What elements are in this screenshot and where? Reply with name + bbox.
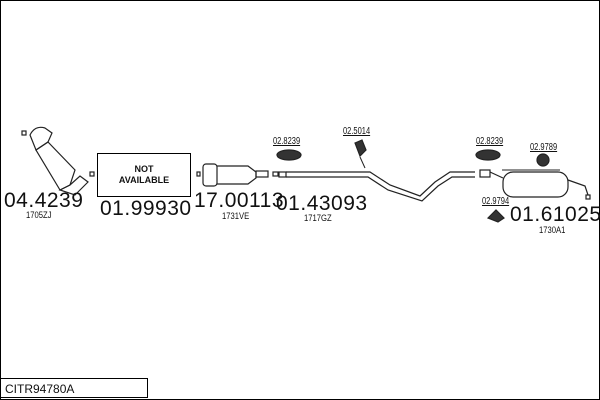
part-number[interactable]: 01.61025 <box>510 203 600 226</box>
reference-code: CITR94780A <box>0 378 148 398</box>
oe-number: 1705ZJ <box>26 210 52 220</box>
rear-silencer-drawing <box>479 169 591 200</box>
accessory-number[interactable]: 02.5014 <box>343 126 371 137</box>
part-number[interactable]: 17.00113 <box>194 189 285 212</box>
part-number[interactable]: 01.43093 <box>276 192 368 215</box>
oe-number: 1730A1 <box>539 225 566 235</box>
clamp-and-mount-icons <box>276 139 550 223</box>
leader-lines <box>359 156 560 171</box>
oe-number: 1731VE <box>222 211 250 221</box>
catalytic-converter-drawing <box>21 126 95 196</box>
oe-number: 1717GZ <box>304 213 332 223</box>
part-number[interactable]: 04.4239 <box>4 189 84 212</box>
accessory-number[interactable]: 02.9789 <box>530 142 558 153</box>
dpf-drawing <box>196 163 269 187</box>
not-available-line1: NOT <box>134 164 154 174</box>
accessory-number[interactable]: 02.8239 <box>476 136 504 147</box>
middle-pipe-drawing <box>272 171 475 202</box>
accessory-number[interactable]: 02.8239 <box>273 136 301 147</box>
accessory-number[interactable]: 02.9794 <box>482 196 510 207</box>
part-number[interactable]: 01.99930 <box>100 197 192 220</box>
not-available-line2: AVAILABLE <box>118 175 170 185</box>
